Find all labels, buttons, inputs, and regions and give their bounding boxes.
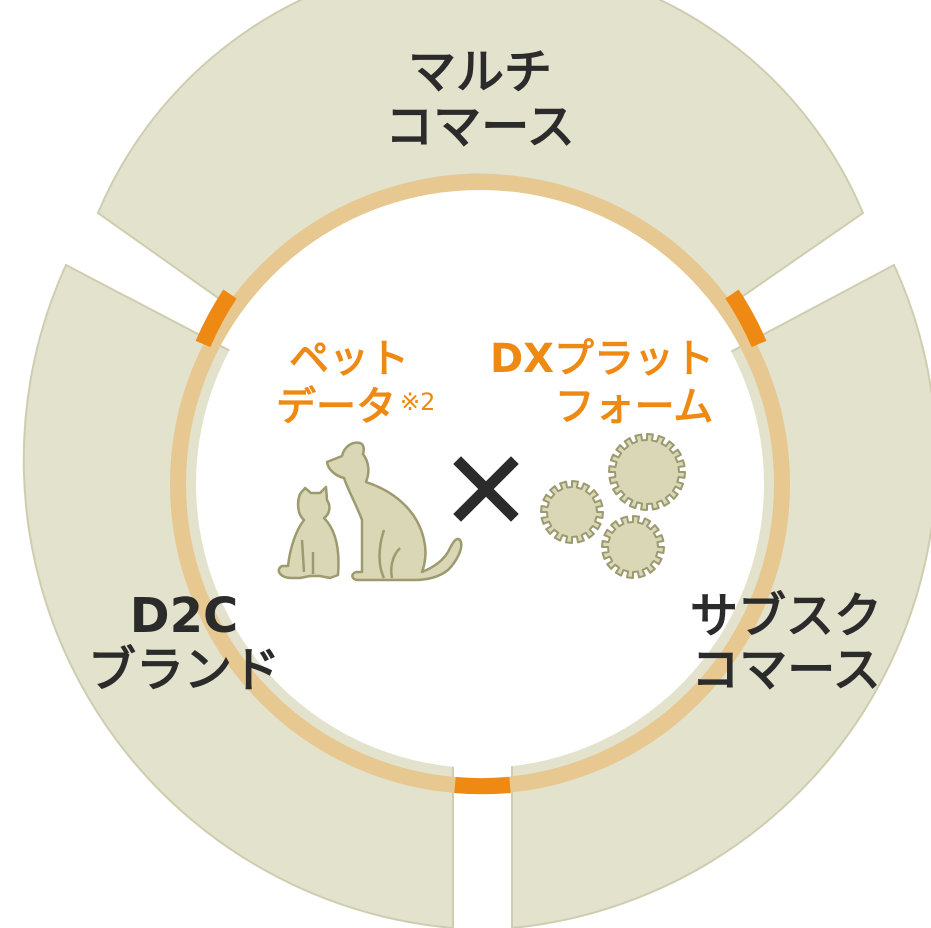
segment-label-right: サブスク コマース — [690, 588, 882, 698]
gear-icon — [608, 433, 686, 511]
ring-accent-upper-left — [195, 289, 237, 348]
segment-top-line1: マルチ — [408, 44, 552, 100]
pet-data-line2: データ — [276, 384, 396, 430]
segment-label-top: マルチ コマース — [385, 44, 575, 155]
segment-left-line1: D2C — [130, 588, 238, 644]
center-right-title: DXプラット フォーム — [490, 336, 714, 430]
pet-data-note: ※2 — [400, 388, 435, 416]
dog-icon — [325, 441, 463, 582]
pet-data-line1: ペット — [289, 336, 409, 382]
segment-top-line2: コマース — [385, 99, 575, 155]
gear-icon — [540, 480, 604, 544]
segment-right-line1: サブスク — [690, 588, 882, 644]
segment-right-line2: コマース — [691, 642, 881, 698]
dx-platform-line1: DXプラット — [490, 336, 714, 382]
ring-accent-upper-right — [725, 289, 767, 348]
ring-accents — [195, 289, 767, 795]
gear-icon — [601, 515, 665, 579]
gears-group — [540, 433, 686, 579]
dx-platform-line2: フォーム — [555, 384, 714, 430]
multiply-icon — [453, 456, 519, 522]
cat-icon — [277, 485, 340, 580]
center-left-title: ペット データ ※2 — [276, 336, 435, 430]
segment-left-line2: ブランド — [88, 642, 280, 698]
ring-accent-bottom — [454, 777, 511, 795]
segment-label-left: D2C ブランド — [88, 588, 280, 698]
